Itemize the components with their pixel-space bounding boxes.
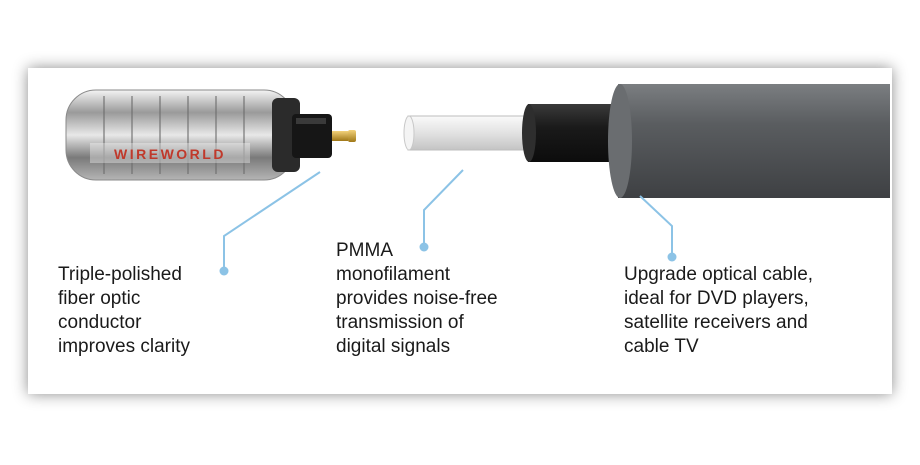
callout-line-cable [639,195,673,256]
connector [65,89,356,181]
callouts [223,169,673,270]
callout-dot-monofilament [419,242,429,252]
callout-line-conductor [223,171,321,270]
callout-line-monofilament [423,169,464,246]
connector-plug [292,114,332,158]
outer-jacket [618,84,890,198]
callout-dot-conductor [219,266,229,276]
connector-gold-tip [332,131,348,141]
annotation-monofilament: PMMA monofilament provides noise-free tr… [336,240,498,357]
connector-ridges [103,96,245,174]
annotation-conductor: Triple-polished fiber optic conductor im… [58,264,190,357]
callout-dot-cable [667,252,677,262]
callout-dots [219,242,677,276]
fiber-core [407,115,537,151]
annotation-cable: Upgrade optical cable, ideal for DVD pla… [624,264,814,357]
cable [403,84,890,198]
connector-barrel [65,89,295,181]
brand-logo: WIREWORLD [114,146,226,162]
